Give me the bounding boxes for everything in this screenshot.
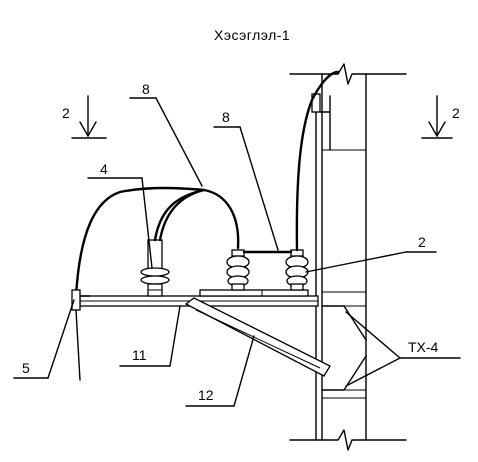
label-4: 4 <box>100 161 108 177</box>
leader-8-mid: 8 <box>213 109 279 251</box>
cables <box>74 70 340 298</box>
wall-column <box>289 63 407 451</box>
leader-5: 5 <box>13 299 75 379</box>
label-8-top: 8 <box>142 81 150 97</box>
label-5: 5 <box>22 360 30 376</box>
label-8-mid: 8 <box>222 109 230 125</box>
mounting-plate <box>199 289 309 297</box>
clamp <box>71 289 91 381</box>
insulator-left <box>140 239 170 297</box>
leader-8-top: 8 <box>129 81 203 187</box>
bracket-tx4 <box>321 305 367 391</box>
leader-4: 4 <box>87 161 153 269</box>
leader-11: 11 <box>119 305 181 367</box>
section-mark-right: 2 <box>421 95 460 139</box>
label-2: 2 <box>418 234 426 250</box>
section-mark-left: 2 <box>62 95 107 139</box>
label-tx4: ТХ-4 <box>408 339 439 355</box>
leader-tx4: ТХ-4 <box>345 311 461 387</box>
section-mark-right-label: 2 <box>452 105 460 121</box>
insulator-right-b <box>285 249 309 291</box>
diagonal-brace <box>184 297 331 377</box>
insulator-right-a <box>226 249 250 291</box>
leader-12: 12 <box>185 335 255 407</box>
drawing-title: Хэсэглэл-1 <box>214 27 290 43</box>
label-12: 12 <box>198 387 214 403</box>
section-mark-left-label: 2 <box>62 105 70 121</box>
leader-2: 2 <box>305 234 437 273</box>
label-11: 11 <box>132 347 147 363</box>
